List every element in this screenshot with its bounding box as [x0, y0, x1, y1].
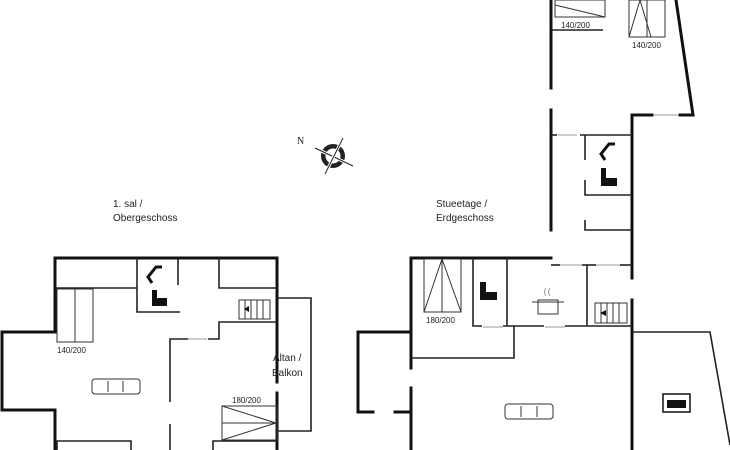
double-bed-icon: [554, 0, 606, 18]
car-icon: [662, 393, 691, 413]
bed-size-label: 140/200: [561, 21, 590, 30]
compass-north-label: N: [297, 136, 304, 147]
bed-size-label: 180/200: [426, 316, 455, 325]
upper-floor-title: 1. sal /: [113, 199, 143, 210]
kitchen-pot-icon: [532, 287, 564, 315]
balcony-label-de: Balkon: [272, 368, 303, 379]
bed-size-label: 140/200: [57, 346, 86, 355]
toilet-icon: [480, 282, 497, 300]
ground-floor-title: Stueetage /: [436, 199, 487, 210]
ground-floor-subtitle: Erdgeschoss: [436, 213, 494, 224]
sofa-icon: [91, 378, 141, 395]
upper-floor-subtitle: Obergeschoss: [113, 213, 177, 224]
double-bed-icon: [628, 0, 666, 38]
shower-icon: [599, 142, 615, 161]
balcony-label: Altan /: [273, 353, 302, 364]
double-bed-icon: [423, 257, 462, 313]
toilet-icon: [601, 168, 617, 186]
ground-floor-plan: 180/200 140/200 140/200: [356, 0, 730, 450]
toilet-icon: [152, 290, 167, 306]
bed-size-label: 180/200: [232, 396, 261, 405]
double-bed-icon: [221, 405, 278, 441]
stairs-icon: [238, 299, 271, 320]
double-bed-icon: [56, 288, 94, 343]
upper-floor-plan: 140/200 180/200 Altan / Balkon: [0, 256, 312, 450]
stairs-icon: [594, 302, 628, 324]
shower-icon: [146, 265, 162, 284]
compass-rose-icon: [314, 137, 354, 175]
sofa-icon: [504, 403, 554, 420]
bed-size-label: 140/200: [632, 41, 661, 50]
